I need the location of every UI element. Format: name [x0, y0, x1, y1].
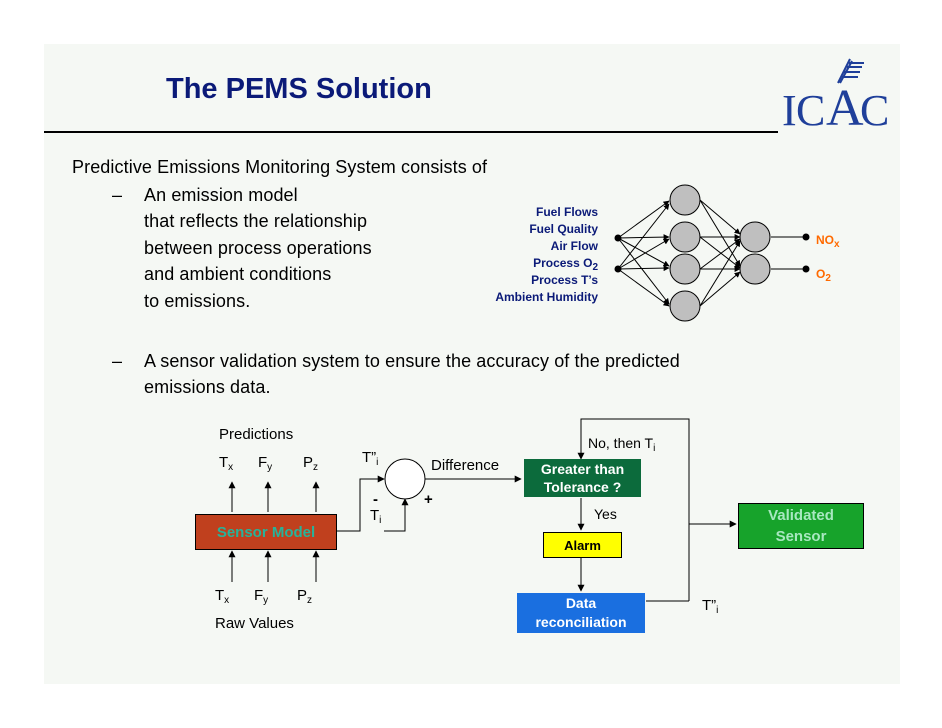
raw-fy: Fy — [254, 587, 269, 606]
no-then-label: No, then Ti — [588, 435, 656, 454]
nn-input-process-ts: Process T’s — [531, 273, 598, 287]
t-double-prime-label: T”i — [362, 449, 379, 468]
minus-sign: - — [373, 491, 378, 508]
intro-text: Predictive Emissions Monitoring System c… — [72, 157, 488, 177]
raw-pz: Pz — [297, 587, 313, 606]
nn-output-nox: NOx — [816, 233, 840, 250]
yes-label: Yes — [594, 506, 617, 522]
svg-text:I: I — [782, 86, 797, 135]
decision-line1: Greater than — [540, 461, 625, 477]
nn-input-fuel-quality: Fuel Quality — [529, 222, 598, 236]
bullet-dash-1: – — [112, 185, 123, 205]
svg-text:A: A — [826, 80, 864, 135]
bullet1-line4: and ambient conditions — [144, 264, 332, 284]
t-i-label: Ti — [370, 507, 382, 526]
decision-line2: Tolerance ? — [543, 479, 622, 495]
bullet1-line1: An emission model — [144, 185, 298, 205]
bullet1-line3: between process operations — [144, 238, 372, 258]
greater-than-tolerance-box: Greater than Tolerance ? — [524, 459, 641, 497]
nn-input-ambient-humidity: Ambient Humidity — [495, 290, 598, 304]
data-reconciliation-box: Data reconciliation — [517, 593, 645, 633]
pred-tx: Tx — [219, 454, 234, 473]
sensor-model-box: Sensor Model — [195, 514, 337, 550]
svg-text:C: C — [796, 86, 825, 135]
predictions-label: Predictions — [219, 426, 294, 443]
bullet1-line2: that reflects the relationship — [144, 211, 368, 231]
title-rule — [44, 131, 778, 133]
data-recon-line1: Data — [565, 595, 597, 611]
plus-sign: + — [424, 491, 433, 508]
raw-tx: Tx — [215, 587, 230, 606]
slide-title: The PEMS Solution — [166, 73, 432, 105]
t-double-prime-out-label: T”i — [702, 597, 719, 616]
nn-input-air-flow: Air Flow — [550, 239, 598, 253]
icac-logo: I C A C — [782, 58, 889, 135]
nn-output-o2: O2 — [816, 267, 831, 284]
bullet2-line2: emissions data. — [144, 377, 271, 397]
difference-label: Difference — [431, 457, 500, 474]
validated-sensor-box: Validated Sensor — [738, 503, 864, 549]
validated-line1: Validated — [768, 507, 834, 524]
nn-input-process-o2: Process O2 — [533, 256, 598, 273]
alarm-box: Alarm — [543, 532, 622, 558]
slide-background — [44, 44, 900, 684]
bullet1-line5: to emissions. — [144, 291, 251, 311]
raw-values-label: Raw Values — [215, 615, 294, 632]
bullet2-line1: A sensor validation system to ensure the… — [144, 351, 680, 371]
pred-pz: Pz — [303, 454, 319, 473]
bullet-dash-2: – — [112, 351, 123, 371]
data-recon-line2: reconciliation — [535, 614, 627, 630]
nn-input-fuel-flows: Fuel Flows — [535, 205, 598, 219]
svg-text:C: C — [860, 86, 889, 135]
validated-line2: Sensor — [775, 528, 827, 545]
pred-fy: Fy — [258, 454, 273, 473]
